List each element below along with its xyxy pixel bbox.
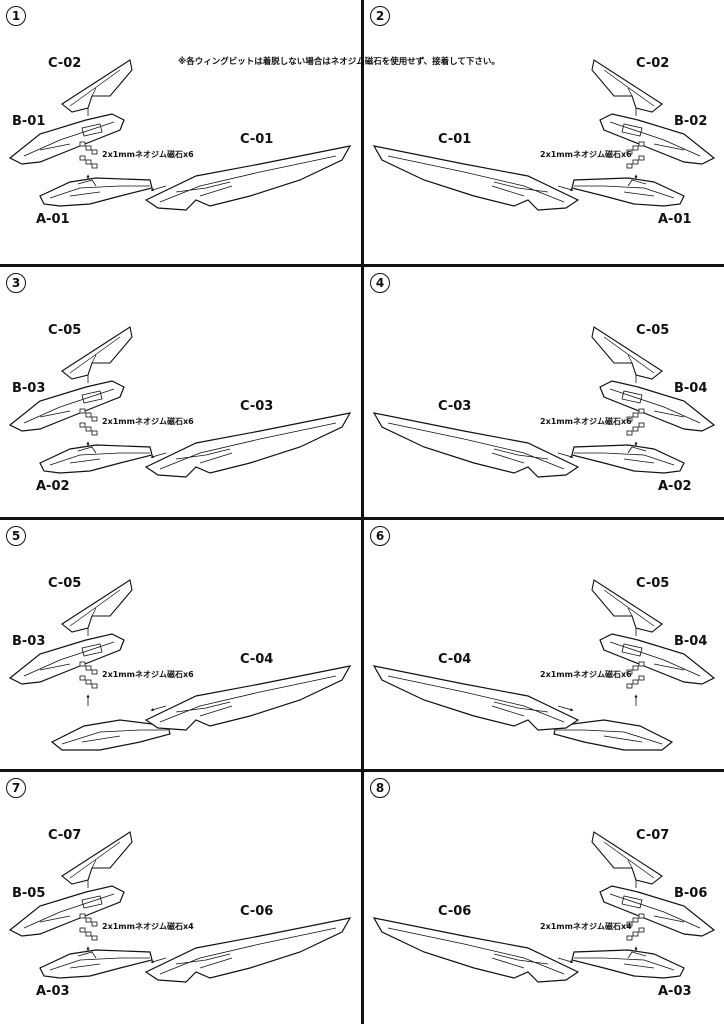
magnet-icons	[626, 408, 645, 436]
step-number: 5	[6, 526, 26, 546]
top-part-label: C-05	[636, 576, 670, 591]
mid-part-drawing	[8, 633, 125, 685]
wing-part-label: C-03	[438, 399, 472, 414]
top-part-label: C-02	[48, 56, 82, 71]
wing-part-label: C-01	[438, 132, 472, 147]
wing-part-drawing	[144, 412, 352, 478]
divider-vertical	[361, 0, 364, 1024]
wing-part-label: C-04	[240, 652, 274, 667]
base-part-label: A-02	[36, 479, 70, 494]
step-number: 6	[370, 526, 390, 546]
magnet-label: 2x1mmネオジム磁石x4	[540, 922, 632, 931]
base-part-label: A-01	[658, 212, 692, 227]
base-part-label: A-01	[36, 212, 70, 227]
mid-part-drawing	[8, 380, 125, 432]
mid-part-label: B-06	[674, 886, 708, 901]
top-part-label: C-07	[636, 828, 670, 843]
top-part-label: C-02	[636, 56, 670, 71]
magnet-icons	[626, 913, 645, 941]
base-part-drawing	[39, 177, 153, 207]
base-part-drawing	[571, 949, 685, 979]
mid-part-drawing	[599, 113, 716, 165]
step-number: 4	[370, 273, 390, 293]
wing-part-drawing	[372, 412, 580, 478]
mid-part-label: B-03	[12, 634, 46, 649]
magnet-label: 2x1mmネオジム磁石x6	[102, 150, 194, 159]
base-part-drawing	[553, 719, 674, 751]
wing-part-drawing	[372, 917, 580, 983]
magnet-label: 2x1mmネオジム磁石x4	[102, 922, 194, 931]
step-number: 3	[6, 273, 26, 293]
mid-part-drawing	[8, 885, 125, 937]
wing-part-label: C-06	[438, 904, 472, 919]
wing-part-drawing	[144, 917, 352, 983]
magnet-label: 2x1mmネオジム磁石x6	[540, 417, 632, 426]
magnet-icons	[79, 408, 98, 436]
magnet-icons	[79, 913, 98, 941]
base-part-label: A-03	[658, 984, 692, 999]
wing-part-drawing	[144, 145, 352, 211]
magnet-icons	[626, 661, 645, 689]
top-part-label: C-07	[48, 828, 82, 843]
magnet-label: 2x1mmネオジム磁石x6	[102, 417, 194, 426]
divider-horizontal-3	[0, 769, 724, 772]
wing-part-label: C-01	[240, 132, 274, 147]
magnet-label: 2x1mmネオジム磁石x6	[540, 670, 632, 679]
base-part-drawing	[39, 444, 153, 474]
top-part-label: C-05	[636, 323, 670, 338]
mid-part-drawing	[599, 633, 716, 685]
divider-horizontal-2	[0, 517, 724, 520]
step-number: 2	[370, 6, 390, 26]
mid-part-label: B-05	[12, 886, 46, 901]
wing-part-label: C-04	[438, 652, 472, 667]
wing-part-drawing	[372, 145, 580, 211]
mid-part-drawing	[8, 113, 125, 165]
mid-part-drawing	[599, 380, 716, 432]
top-part-label: C-05	[48, 576, 82, 591]
step-number: 7	[6, 778, 26, 798]
divider-horizontal-1	[0, 264, 724, 267]
magnet-icons	[626, 141, 645, 169]
base-part-drawing	[39, 949, 153, 979]
base-part-drawing	[50, 719, 171, 751]
base-part-label: A-02	[658, 479, 692, 494]
wing-part-label: C-03	[240, 399, 274, 414]
base-part-drawing	[571, 177, 685, 207]
magnet-label: 2x1mmネオジム磁石x6	[540, 150, 632, 159]
step-number: 8	[370, 778, 390, 798]
mid-part-drawing	[599, 885, 716, 937]
magnet-icons	[79, 141, 98, 169]
magnet-label: 2x1mmネオジム磁石x6	[102, 670, 194, 679]
wing-part-drawing	[144, 665, 352, 731]
wing-part-drawing	[372, 665, 580, 731]
base-part-label: A-03	[36, 984, 70, 999]
top-part-label: C-05	[48, 323, 82, 338]
base-part-drawing	[571, 444, 685, 474]
magnet-icons	[79, 661, 98, 689]
step-number: 1	[6, 6, 26, 26]
mid-part-label: B-04	[674, 634, 708, 649]
assembly-note: ※各ウィングビットは着脱しない場合はネオジム磁石を使用せず、接着して下さい。	[178, 57, 500, 67]
mid-part-label: B-03	[12, 381, 46, 396]
wing-part-label: C-06	[240, 904, 274, 919]
mid-part-label: B-04	[674, 381, 708, 396]
mid-part-label: B-01	[12, 114, 46, 129]
mid-part-label: B-02	[674, 114, 708, 129]
